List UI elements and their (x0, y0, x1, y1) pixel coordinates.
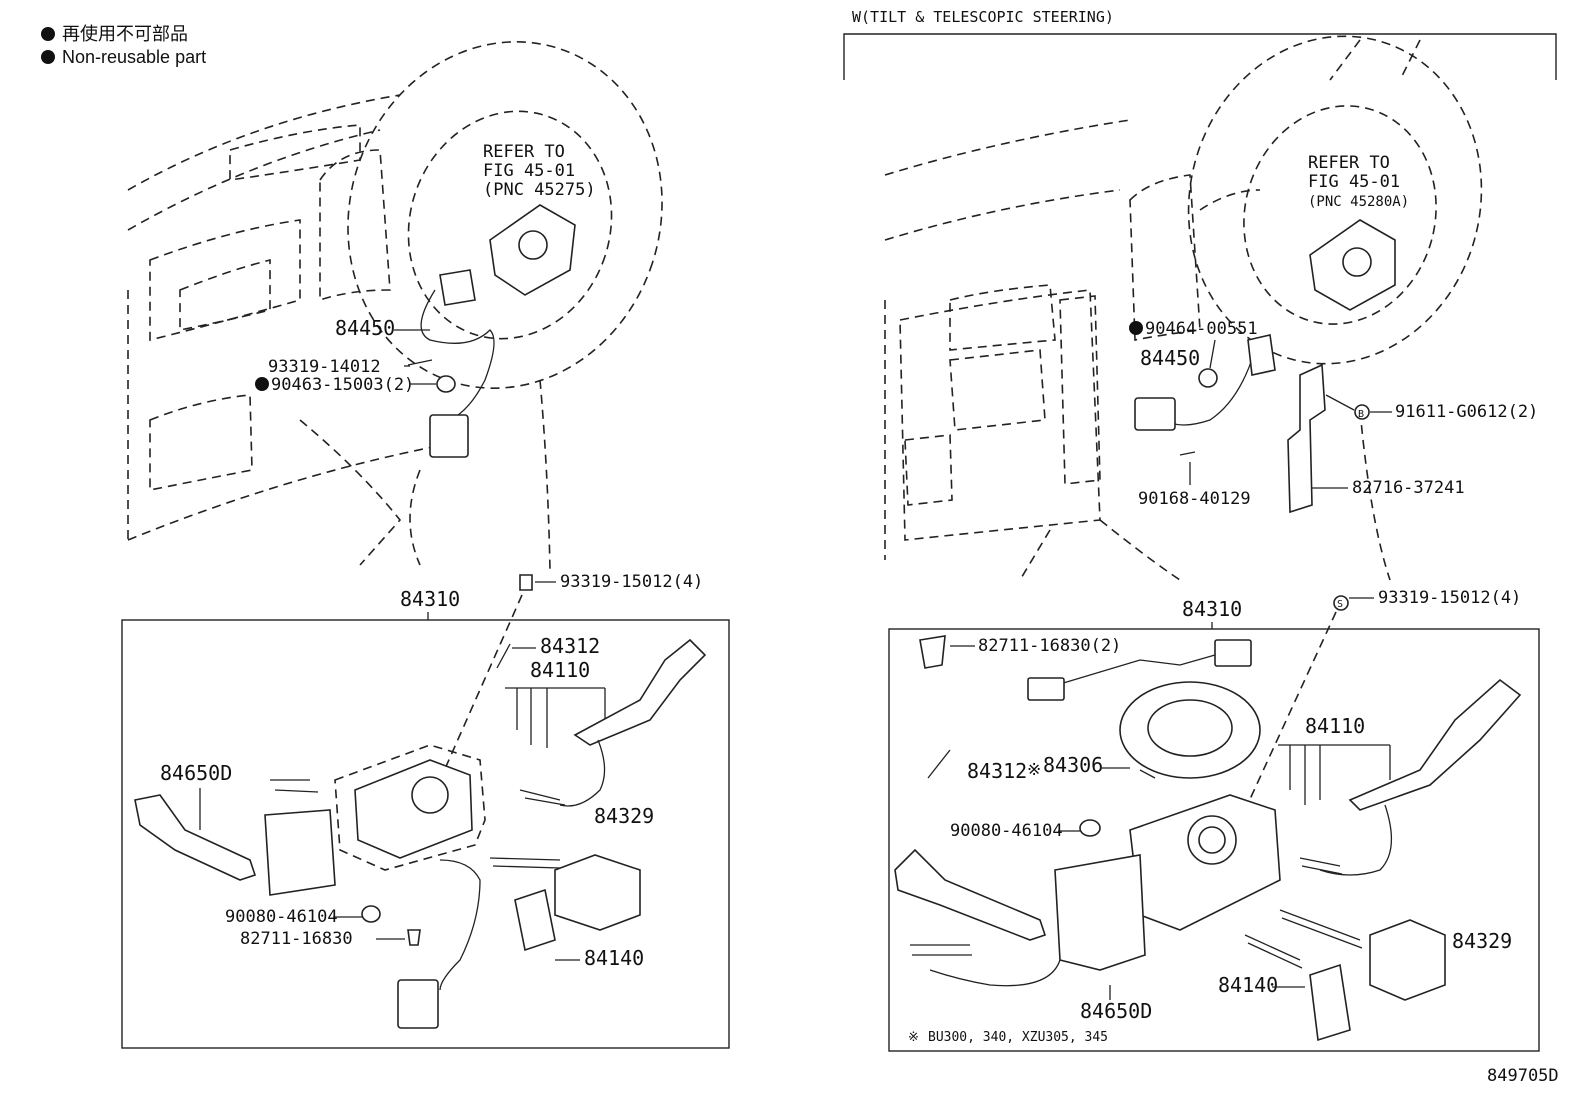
left-assembly-frame (121, 619, 730, 1049)
right-footnote: BU300, 340, XZU305, 345 (928, 1030, 1108, 1045)
right-refer-line3: (PNC 45280A) (1308, 194, 1409, 210)
left-label-93319-14012: 93319-14012 (268, 357, 381, 377)
clip-82711-right-icon (919, 635, 946, 669)
headlight-lever-84650d-icon (134, 794, 257, 881)
left-label-82711-16830: 82711-16830 (240, 929, 353, 949)
clamp-90463-icon (436, 375, 456, 393)
left-dashboard-drawing (127, 41, 663, 571)
right-header: W(TILT & TELESCOPIC STEERING) (852, 8, 1114, 26)
badge-s-icon (1333, 595, 1349, 611)
left-label-84450: 84450 (335, 316, 395, 340)
relay-84329-icon (554, 854, 641, 931)
wiper-lever-84110-right-icon (1348, 678, 1522, 811)
left-label-93319-15012: 93319-15012(4) (560, 572, 703, 592)
non-reusable-dot-icon (255, 377, 269, 391)
connector-84450-icon (429, 414, 469, 458)
right-label-90464-00551: 90464-00551 (1145, 319, 1258, 339)
connector-lower-icon (397, 979, 439, 1029)
left-label-84140: 84140 (584, 946, 644, 970)
right-label-84140: 84140 (1218, 973, 1278, 997)
combination-switch-body-84310-icon (334, 744, 486, 871)
left-refer-line1: REFER TO (483, 142, 565, 162)
left-label-90080-46104: 90080-46104 (225, 907, 338, 927)
right-label-82711-16830: 82711-16830(2) (978, 636, 1121, 656)
spiral-cable-connector-left-icon (1027, 677, 1065, 701)
bracket-82716-37241-icon (1287, 363, 1326, 514)
spiral-cable-connector-right-icon (1214, 639, 1252, 667)
left-label-84312: 84312 (540, 634, 600, 658)
non-reusable-dot-icon (1129, 321, 1143, 335)
switch-84140-right-icon (1309, 963, 1351, 1042)
relay-84329-right-icon (1369, 919, 1446, 1001)
badge-b-icon (1354, 404, 1370, 420)
left-label-84329: 84329 (594, 804, 654, 828)
pin-84312-icon (496, 643, 511, 669)
clip-90080-icon (361, 905, 381, 923)
right-footnote-mark: ※ (908, 1030, 919, 1045)
right-assembly-frame (888, 628, 1540, 1052)
screw-93319-14012-icon (407, 359, 433, 366)
right-label-90168-40129: 90168-40129 (1138, 489, 1251, 509)
clip-90080-right-icon (1079, 819, 1101, 837)
badge-b-text: B (1358, 409, 1364, 420)
right-label-84312: 84312 (967, 759, 1027, 783)
right-label-93319-15012: 93319-15012(4) (1378, 588, 1521, 608)
legend-jp: 再使用不可部品 (62, 24, 188, 44)
right-label-84310: 84310 (1182, 597, 1242, 621)
wiper-lever-84110-icon (573, 638, 707, 746)
drawing-number: 849705D (1487, 1066, 1559, 1086)
left-label-84110: 84110 (530, 658, 590, 682)
left-refer-note: REFER TO FIG 45-01 (PNC 45275) (483, 142, 596, 200)
legend-en: Non-reusable part (62, 47, 206, 67)
right-label-84110: 84110 (1305, 714, 1365, 738)
right-label-84450: 84450 (1140, 346, 1200, 370)
right-label-90080-46104: 90080-46104 (950, 821, 1063, 841)
legend: 再使用不可部品 Non-reusable part (41, 24, 206, 67)
right-header-bracket (843, 33, 1557, 80)
connector-84450-right-icon (1134, 397, 1176, 431)
screw-90168-icon (1179, 451, 1196, 456)
right-label-84650d: 84650D (1080, 999, 1152, 1023)
left-label-84310: 84310 (400, 587, 460, 611)
non-reusable-dot-icon (41, 27, 55, 41)
right-label-82716-37241: 82716-37241 (1352, 478, 1465, 498)
clamp-90464-icon (1198, 368, 1218, 388)
pin-84312-right-icon (927, 749, 951, 779)
right-dashboard-drawing (884, 35, 1483, 581)
left-label-84650d: 84650D (160, 761, 232, 785)
switch-84140-icon (514, 888, 556, 952)
right-label-84306: 84306 (1043, 753, 1103, 777)
left-label-90463-15003: 90463-15003(2) (271, 375, 414, 395)
right-label-84329: 84329 (1452, 929, 1512, 953)
headlight-lever-84650d-right-icon (894, 848, 1047, 941)
right-refer-line2: FIG 45-01 (1308, 172, 1400, 192)
left-refer-line3: (PNC 45275) (483, 180, 596, 200)
screw-93319-15012-icon (519, 574, 533, 591)
right-refer-note: REFER TO FIG 45-01 (PNC 45280A) (1308, 153, 1409, 210)
right-label-91611-g0612: 91611-G0612(2) (1395, 402, 1538, 422)
steering-wheel-outline-right (1187, 35, 1483, 365)
right-ref-mark: ※ (1027, 760, 1041, 780)
right-refer-line1: REFER TO (1308, 153, 1390, 173)
non-reusable-dot-icon (41, 50, 55, 64)
clip-82711-icon (407, 929, 421, 946)
badge-s-text: S (1337, 599, 1343, 610)
left-refer-line2: FIG 45-01 (483, 161, 575, 181)
